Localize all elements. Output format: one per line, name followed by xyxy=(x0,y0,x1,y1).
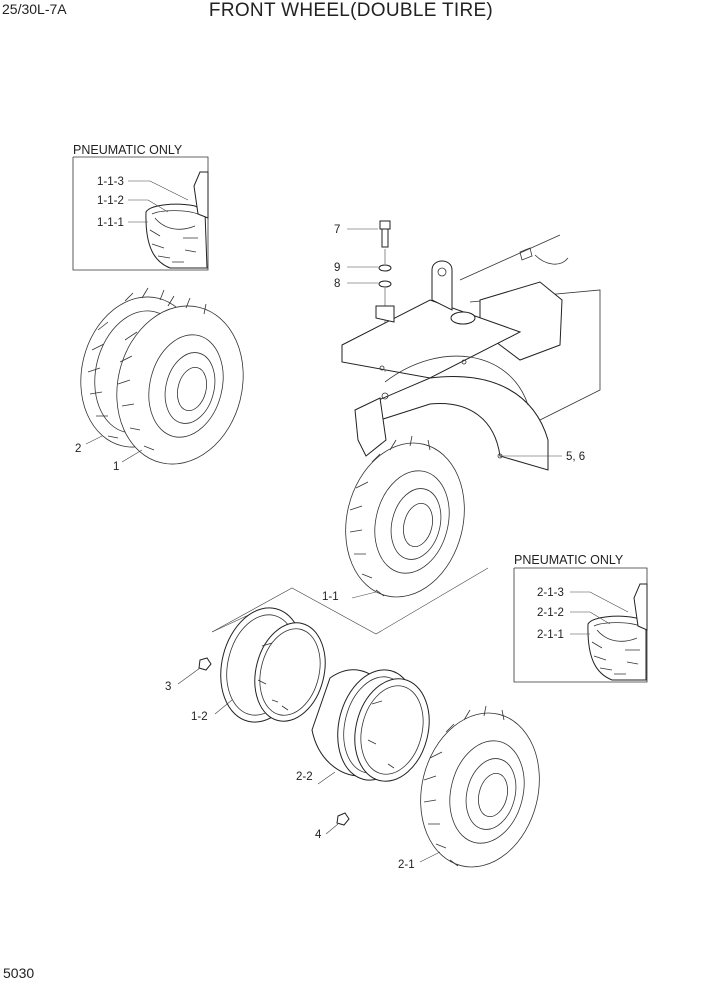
callout-1: 1 xyxy=(113,461,119,473)
inset-2-label-2: 2-1-2 xyxy=(537,607,564,619)
callout-5-6: 5, 6 xyxy=(566,451,585,463)
rim-1-2: 3 1-2 xyxy=(165,607,326,723)
callout-7: 7 xyxy=(334,224,340,236)
callout-9: 9 xyxy=(334,262,340,274)
double-tire-assembly: 2 1 xyxy=(75,287,244,473)
pneumatic-inset-2: PNEUMATIC ONLY 2-1-3 2-1-2 2-1-1 xyxy=(513,553,648,683)
model-code: 25/30L-7A xyxy=(2,1,67,17)
page-number: 5030 xyxy=(3,965,35,981)
bolt-and-washers: 7 9 8 xyxy=(334,220,392,372)
callout-2: 2 xyxy=(75,443,81,455)
inset-1-title: PNEUMATIC ONLY xyxy=(73,143,183,157)
inset-1-label-3: 1-1-1 xyxy=(97,217,124,229)
inset-2-label-1: 2-1-3 xyxy=(537,587,564,599)
pneumatic-inset-1: PNEUMATIC ONLY 1-1-3 1-1-2 1-1-1 xyxy=(72,143,209,271)
callout-3: 3 xyxy=(165,681,171,693)
callout-2-2: 2-2 xyxy=(296,771,313,783)
inset-2-title: PNEUMATIC ONLY xyxy=(514,553,624,567)
callout-2-1: 2-1 xyxy=(398,859,415,871)
inset-2-label-3: 2-1-1 xyxy=(537,629,564,641)
inset-1-label-1: 1-1-3 xyxy=(97,176,124,188)
page-title: FRONT WHEEL(DOUBLE TIRE) xyxy=(208,0,494,21)
callout-8: 8 xyxy=(334,278,340,290)
frame-and-fender: 5, 6 xyxy=(341,234,601,471)
tire-2-1: 2-1 xyxy=(398,705,540,871)
callout-4: 4 xyxy=(315,829,322,841)
callout-1-1: 1-1 xyxy=(322,591,339,603)
rim-2-2: 2-2 4 xyxy=(296,669,430,841)
tire-1-1: 1-1 xyxy=(211,435,489,635)
callout-1-2: 1-2 xyxy=(191,711,208,723)
inset-1-label-2: 1-1-2 xyxy=(97,195,124,207)
